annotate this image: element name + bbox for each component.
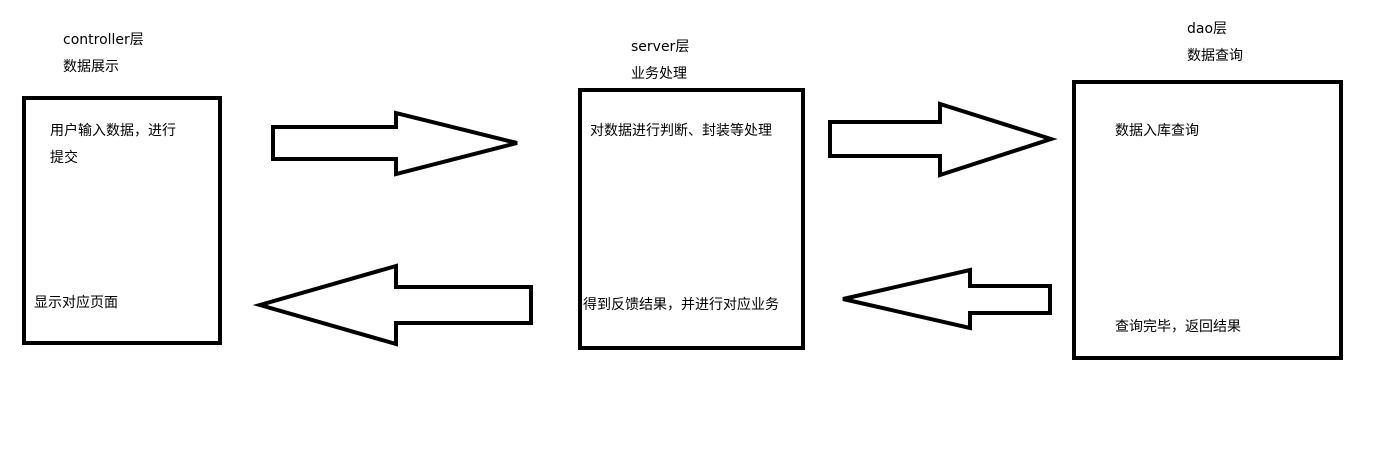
server-top-text: 对数据进行判断、封装等处理	[590, 123, 772, 139]
controller-layer-title: controller层	[63, 32, 144, 48]
controller-box	[22, 96, 222, 345]
arrow-dao-to-server	[842, 267, 1052, 331]
dao-top-text: 数据入库查询	[1115, 123, 1199, 139]
controller-top-text-line2: 提交	[50, 150, 78, 166]
controller-layer-subtitle: 数据展示	[63, 59, 119, 75]
arrow-server-to-controller	[252, 263, 533, 347]
dao-layer-title: dao层	[1187, 21, 1228, 37]
server-box	[578, 88, 805, 350]
dao-bottom-text: 查询完毕，返回结果	[1115, 319, 1241, 335]
controller-bottom-text: 显示对应页面	[34, 295, 118, 311]
server-bottom-text: 得到反馈结果，并进行对应业务	[583, 297, 779, 313]
arrow-server-to-dao	[828, 101, 1058, 178]
controller-top-text-line1: 用户输入数据，进行	[50, 123, 176, 139]
arrow-controller-to-server	[271, 110, 518, 177]
dao-box	[1072, 80, 1343, 360]
server-layer-title: server层	[631, 39, 690, 55]
dao-layer-subtitle: 数据查询	[1187, 48, 1243, 64]
server-layer-subtitle: 业务处理	[631, 66, 687, 82]
